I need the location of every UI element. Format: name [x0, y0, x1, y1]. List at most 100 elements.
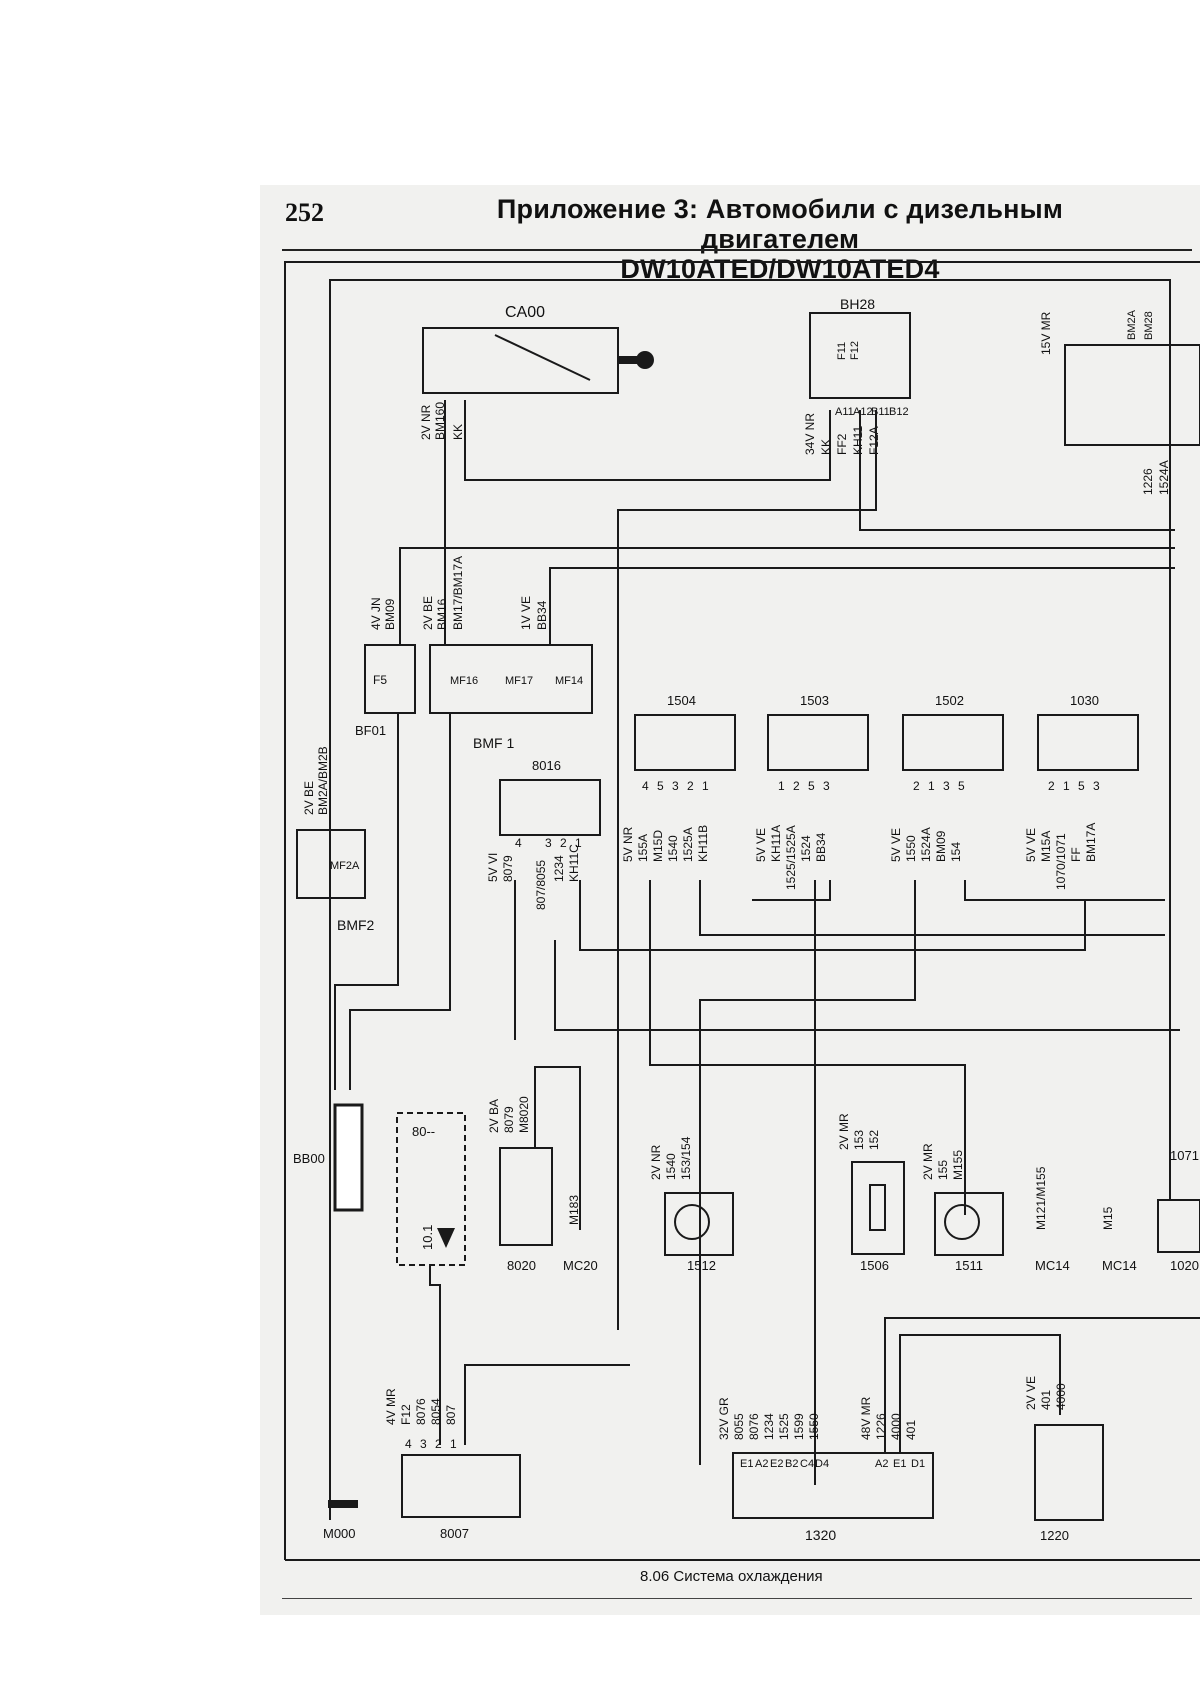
bh28-wire-5: F12A — [867, 426, 881, 455]
r1503-wire-2: KH11A — [769, 825, 783, 862]
fuse-mf17-label: MF17 — [505, 675, 533, 687]
switch-8007-label: 8007 — [440, 1526, 469, 1541]
ecu-a-wire-2: 8055 — [732, 1413, 746, 1440]
s8007-wire-5: 807 — [444, 1405, 458, 1425]
bh28-wire-1: 34V NR — [803, 413, 817, 455]
r8016-wire-4: 1234 — [552, 855, 566, 882]
r1502-wire-1: 5V VE — [889, 828, 903, 862]
comp-8020-box — [499, 1147, 553, 1246]
bmf2-box — [296, 829, 366, 899]
ecu-a-wire-3: 8076 — [747, 1413, 761, 1440]
fuse-mf2a-label: MF2A — [330, 860, 360, 872]
bmf2-label: BMF2 — [337, 917, 375, 933]
bf01-label: BF01 — [355, 723, 386, 738]
r8016-pin-2: 3 — [545, 836, 552, 850]
fan-motor-icon — [674, 1204, 710, 1240]
bottom-rule — [282, 1598, 1192, 1599]
ecu-a-pin-2: A2 — [755, 1458, 768, 1470]
r8016-wire-1: 5V VI — [486, 853, 500, 882]
r1504-pin-2: 5 — [657, 779, 664, 793]
s8007-pin-3: 2 — [435, 1437, 442, 1451]
r1502-wire-2: 1550 — [904, 835, 918, 862]
r1504-wire-1: 5V NR — [621, 826, 635, 862]
r1502-wire-3: 1524A — [919, 827, 933, 862]
r1030-wire-4: FF — [1069, 847, 1083, 862]
top-right-wire-2: BM2A — [1126, 309, 1138, 340]
function-ref-label: 10.1 — [420, 1225, 435, 1250]
r1502-pin-1: 2 — [913, 779, 920, 793]
bh28-pin-1: A11 — [835, 406, 854, 418]
fuse-mf16-label: MF16 — [450, 675, 478, 687]
r1030-wire-3: 1070/1071 — [1054, 833, 1068, 890]
top-right-wire-4: 1226 — [1141, 468, 1155, 495]
ecu-a-pin-6: D4 — [815, 1458, 829, 1470]
bf01-wire-2: BM09 — [383, 598, 397, 630]
relay-bus-wire-8 — [699, 880, 916, 1465]
bmf2-wire-2: BM2A/BM2B — [316, 746, 330, 815]
bh28-wire-b — [617, 410, 877, 1330]
r1030-wire-5: BM17A — [1084, 823, 1098, 862]
battery-label: BB00 — [293, 1151, 325, 1166]
f1512-wire-3: 153/154 — [679, 1136, 693, 1180]
ecu-b-pin-3: D1 — [911, 1458, 925, 1470]
relay-bus-wire-3 — [964, 880, 1165, 901]
relay-1503-label: 1503 — [800, 693, 829, 708]
switch-8007-box — [401, 1454, 521, 1518]
fuse-f5-label: F5 — [373, 673, 387, 687]
c8020-wire-3: M8020 — [517, 1096, 531, 1133]
r1503-wire-4: 1524 — [799, 835, 813, 862]
r1504-wire-3: M15D — [651, 830, 665, 862]
bmf1-wire-4: 1V VE — [519, 596, 533, 630]
r8016-pin-1: 4 — [515, 836, 522, 850]
bh28-pin-2: A12 — [853, 406, 873, 418]
r1030-pin-3: 5 — [1078, 779, 1085, 793]
bh28-fuse-1: F11 — [836, 342, 848, 360]
bh28-wire-4: KH11 — [851, 426, 865, 455]
s8007-wire-1: 4V MR — [384, 1388, 398, 1425]
ecu-b-wire-4: 401 — [904, 1420, 918, 1440]
bf01-wire-1: 4V JN — [369, 597, 383, 630]
r1504-wire-4: 1540 — [666, 835, 680, 862]
ground-m000-label: M000 — [323, 1526, 356, 1541]
relay-bus-wire-2 — [752, 880, 831, 901]
comp-1020-label: 1020 — [1170, 1258, 1199, 1273]
s1220-wire — [899, 1334, 1061, 1453]
bf01-wire — [399, 547, 1175, 645]
relay-1503-box — [767, 714, 869, 771]
ecu-a-wire-6: 1599 — [792, 1413, 806, 1440]
r1504-pin-5: 1 — [702, 779, 709, 793]
ground-mc14-b-label: MC14 — [1102, 1258, 1137, 1273]
title-rule — [282, 249, 1192, 251]
bmf1-wire-2: BM16 — [435, 598, 449, 630]
r1030-wire-1: 5V VE — [1024, 828, 1038, 862]
ca00-label: CA00 — [505, 304, 545, 321]
s8007-wire-4: 8054 — [429, 1398, 443, 1425]
bmf2-wire-1: 2V BE — [302, 781, 316, 815]
ecu-a-wire-5: 1525 — [777, 1413, 791, 1440]
s8007-wire — [464, 1364, 630, 1445]
r8016-wire-2: 8079 — [501, 855, 515, 882]
relay-1504-box — [634, 714, 736, 771]
ca00-wire — [464, 400, 831, 481]
ecu-a-wire-7: 1550 — [807, 1413, 821, 1440]
f1511-wire-2: 155 — [936, 1160, 950, 1180]
r8016-wire-5: KH11C — [567, 844, 581, 882]
bh28-wire-2: KK — [819, 439, 833, 455]
fan-1511-box — [934, 1192, 1004, 1256]
fan-1511-label: 1511 — [955, 1258, 983, 1273]
bmf1-feed — [349, 713, 451, 1090]
resistor-1506-label: 1506 — [860, 1258, 889, 1273]
resistor-1506-box — [851, 1161, 905, 1255]
top-right-wire-1: 15V MR — [1039, 311, 1053, 355]
m121-label: M121/M155 — [1034, 1166, 1048, 1230]
bf01-box — [364, 644, 416, 714]
r1030-pin-4: 3 — [1093, 779, 1100, 793]
s8007-pin-1: 4 — [405, 1437, 412, 1451]
figure-caption: 8.06 Система охлаждения — [640, 1568, 823, 1585]
r1504-wire-5: 1525A — [681, 827, 695, 862]
c8020-wire-2: 8079 — [502, 1106, 516, 1133]
ecu-1320-label: 1320 — [805, 1527, 836, 1543]
top-right-wire-3: BM28 — [1143, 311, 1155, 340]
ca00-wire-3: KK — [451, 424, 465, 440]
key-icon — [636, 351, 654, 369]
